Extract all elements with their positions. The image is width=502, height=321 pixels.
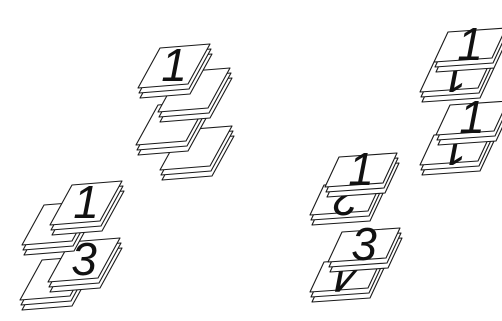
- stack-group-bottom-left: 31: [20, 176, 124, 310]
- page-number-label: 1: [348, 143, 374, 195]
- paper-stack: 1: [50, 176, 124, 235]
- paper-stack: 1: [434, 18, 502, 72]
- stack-group-top-center: 1: [136, 39, 234, 180]
- paper-stack: 3: [328, 218, 402, 272]
- page-number-label: 1: [161, 39, 187, 91]
- paper-stack: 1: [325, 143, 399, 197]
- page-number-label: 1: [457, 18, 483, 70]
- page-number-label: 1: [73, 176, 99, 228]
